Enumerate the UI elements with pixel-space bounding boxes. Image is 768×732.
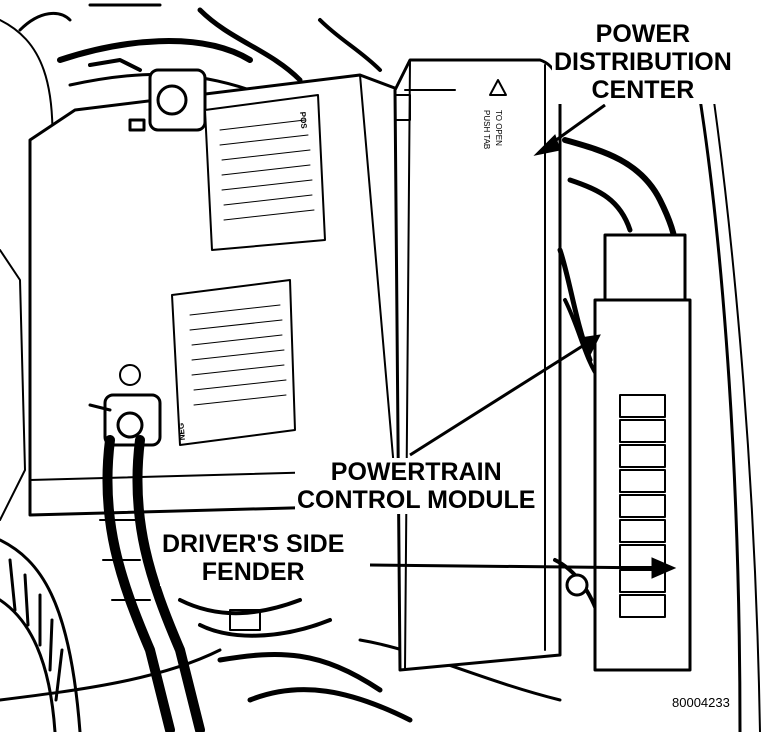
- pcm-label-line-2: CONTROL MODULE: [297, 486, 536, 514]
- pcm-label-line-1: POWERTRAIN: [330, 458, 502, 486]
- pdc-label-line-3: CENTER: [591, 76, 695, 104]
- callout-arrows: [369, 103, 677, 579]
- pcm-arrow-line: [409, 338, 593, 457]
- fender-label-line-1: DRIVER'S SIDE: [162, 530, 345, 558]
- fender-arrow-line: [369, 563, 661, 570]
- battery: [28, 58, 402, 517]
- push-tab-label: PUSH TAB: [482, 110, 491, 149]
- fender-label-line-2: FENDER: [201, 558, 305, 586]
- negative-battery-cable: [99, 435, 205, 732]
- pcm-arrowhead: [579, 334, 601, 357]
- negative-terminal: [88, 393, 162, 447]
- to-open-label: TO OPEN: [494, 110, 503, 146]
- positive-terminal: [88, 58, 207, 132]
- figure-id: 80004233: [672, 695, 730, 710]
- driver-side-fender: [688, 38, 761, 732]
- fender-arrowhead: [651, 557, 677, 579]
- pdc-label: POWER DISTRIBUTION CENTER: [552, 20, 734, 104]
- neg-warning-decal: [171, 279, 296, 446]
- pdc-arrowhead: [533, 134, 561, 156]
- upper-hoses: [18, 3, 382, 92]
- corrugated-hose: [0, 538, 82, 732]
- power-distribution-center-box: [393, 58, 562, 672]
- powertrain-control-module: [565, 233, 692, 672]
- pdc-label-line-1: POWER: [595, 20, 691, 48]
- neg-decal-label: NEG: [177, 423, 187, 441]
- pos-decal-label: POS: [298, 111, 308, 129]
- pdc-label-line-2: DISTRIBUTION: [554, 48, 732, 76]
- pcm-label: POWERTRAIN CONTROL MODULE: [295, 458, 538, 514]
- pos-warning-decal: [204, 94, 326, 251]
- fender-label: DRIVER'S SIDE FENDER: [160, 530, 347, 586]
